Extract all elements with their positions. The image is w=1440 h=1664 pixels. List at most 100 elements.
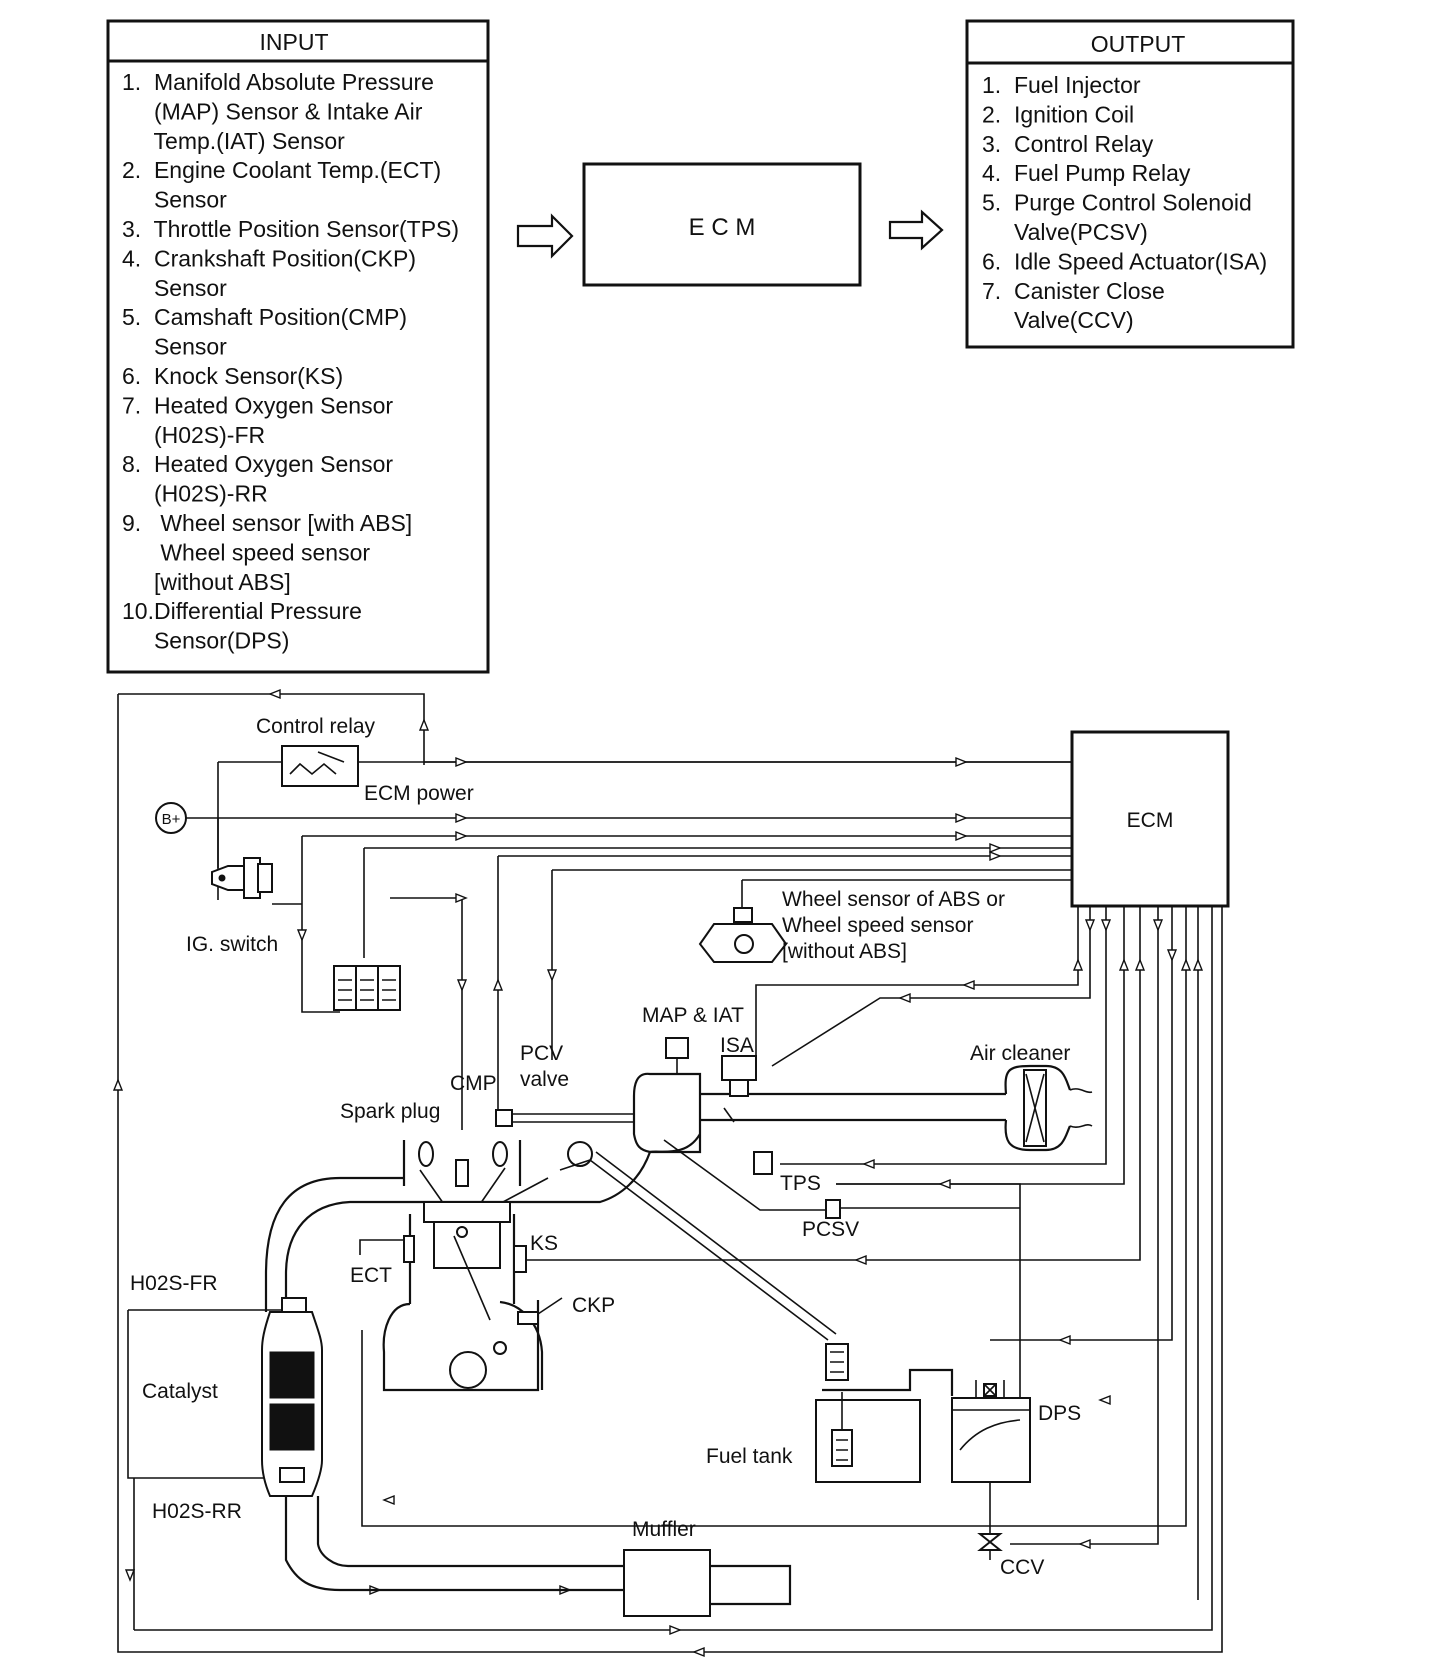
input-list-line: Wheel speed sensor (122, 539, 370, 565)
input-list-line: 10.Differential Pressure (122, 598, 362, 624)
battery-label: B+ (162, 811, 181, 828)
ignition-coils-icon (333, 965, 401, 1011)
wire-arrowhead (455, 830, 468, 842)
ho2s-rr-label: H02S-RR (152, 1500, 242, 1523)
ecm-to-output-arrow (888, 209, 944, 251)
input-list-line: (H02S)-RR (122, 481, 268, 507)
wire-arrowhead (989, 850, 1002, 862)
output-list-line: 4. Fuel Pump Relay (982, 160, 1191, 186)
wire-arrowhead (1098, 1394, 1111, 1406)
wire-arrowhead (1192, 958, 1204, 971)
cmp-label: CMP (450, 1072, 497, 1095)
ig-switch-label: IG. switch (186, 933, 278, 956)
fuel-tank-icon: Fuel tank (706, 1368, 954, 1483)
ecm-top-box: E C M (582, 162, 862, 287)
input-list-line: 7. Heated Oxygen Sensor (122, 392, 393, 418)
output-list-line: 2. Ignition Coil (982, 101, 1134, 127)
ecm-power-label: ECM power (364, 782, 474, 805)
wire-arrowhead (1100, 919, 1112, 932)
output-list-line: 6. Idle Speed Actuator(ISA) (982, 248, 1267, 274)
output-list-line: 1. Fuel Injector (982, 72, 1141, 98)
input-list-line: 9. Wheel sensor [with ABS] (122, 510, 412, 536)
ho2s-fr-label: H02S-FR (130, 1272, 218, 1295)
wheel-sensor-line-3: [without ABS] (782, 940, 907, 963)
input-list-line: [without ABS] (122, 569, 291, 595)
ecm-label: ECM (1127, 809, 1174, 832)
wire-arrowhead (268, 688, 281, 700)
pcv-label-2: valve (520, 1068, 569, 1091)
engine-block: KS ECT CKP (350, 1201, 615, 1392)
ckp-label: CKP (572, 1294, 615, 1317)
muffler-icon: Muffler (623, 1518, 711, 1617)
wire-arrowhead (898, 992, 911, 1004)
wire-arrowhead (1134, 958, 1146, 971)
wire-arrowhead (962, 979, 975, 991)
input-box: INPUT 1. Manifold Absolute Pressure (MAP… (106, 19, 490, 674)
wire-arrowhead (955, 756, 968, 768)
input-list-line: 6. Knock Sensor(KS) (122, 363, 343, 389)
wire-arrowhead (862, 1158, 875, 1170)
output-title: OUTPUT (1091, 31, 1186, 57)
wire-arrowhead (455, 756, 468, 768)
dps-canister-icon: DPS (951, 1380, 1081, 1483)
wire-arrowhead (112, 1078, 124, 1091)
input-to-ecm-arrow (516, 213, 574, 259)
ecm-top-label: E C M (689, 214, 756, 241)
input-list-line: 2. Engine Coolant Temp.(ECT) (122, 157, 441, 183)
input-list-line: Sensor (122, 334, 227, 360)
catalyst-icon: H02S-FR Catalyst H02S-RR (130, 1272, 323, 1523)
pcsv-icon: PCSV (663, 1139, 1020, 1241)
wire-arrowhead (455, 812, 468, 824)
input-list-line: 4. Crankshaft Position(CKP) (122, 245, 416, 271)
input-list-line: Sensor (122, 187, 227, 213)
wire-arrowhead (382, 1494, 395, 1506)
input-list-line: 8. Heated Oxygen Sensor (122, 451, 393, 477)
fuel-tank-label: Fuel tank (706, 1445, 793, 1468)
ect-label: ECT (350, 1264, 392, 1287)
output-list-line: 5. Purge Control Solenoid (982, 190, 1252, 216)
isa-label: ISA (720, 1034, 754, 1057)
intake-manifold: MAP & IAT ISA (404, 1004, 757, 1204)
input-title: INPUT (260, 29, 329, 55)
wire-arrowhead (455, 892, 468, 904)
output-list-line: 7. Canister Close (982, 278, 1165, 304)
input-list-line: Sensor(DPS) (122, 628, 289, 654)
control-relay: Control relay ECM power (256, 715, 474, 805)
wire-arrowhead (955, 812, 968, 824)
battery-icon: B+ (155, 802, 187, 834)
wire-arrowhead (546, 969, 558, 982)
wire-arrowhead (1058, 1334, 1071, 1346)
input-list-line: 1. Manifold Absolute Pressure (122, 69, 434, 95)
input-list-line: 5. Camshaft Position(CMP) (122, 304, 407, 330)
wire-arrowhead (1118, 958, 1130, 971)
wire-arrowhead (456, 979, 468, 992)
ccv-label: CCV (1000, 1556, 1044, 1579)
dps-label: DPS (1038, 1402, 1081, 1425)
wire-arrowhead (692, 1646, 705, 1658)
output-list: 1. Fuel Injector 2. Ignition Coil 3. Contr… (982, 72, 1267, 333)
wire-arrowhead (1166, 949, 1178, 962)
muffler-label: Muffler (632, 1518, 696, 1541)
wiring (117, 693, 1223, 1653)
wire-arrowhead (1180, 958, 1192, 971)
pcv-label-1: PCV (520, 1042, 563, 1065)
wire-arrowhead (1084, 919, 1096, 932)
input-list-line: (H02S)-FR (122, 422, 265, 448)
output-box: OUTPUT 1. Fuel Injector 2. Ignition Coil 3… (965, 19, 1295, 349)
map-iat-label: MAP & IAT (642, 1004, 744, 1027)
input-list: 1. Manifold Absolute Pressure (MAP) Sens… (122, 69, 459, 654)
wire-arrowhead (492, 978, 504, 991)
ecm-box: ECM (1070, 730, 1230, 908)
wire-arrowhead (989, 842, 1002, 854)
wire-arrowhead (124, 1569, 136, 1582)
wheel-sensor-line-1: Wheel sensor of ABS or (782, 888, 1005, 911)
control-relay-label: Control relay (256, 715, 376, 738)
ig-switch-icon: IG. switch (186, 857, 302, 956)
air-cleaner-label: Air cleaner (970, 1042, 1070, 1065)
output-list-line: 3. Control Relay (982, 131, 1154, 157)
exhaust-pipe (264, 1176, 792, 1606)
wire-arrowhead (1078, 1538, 1091, 1550)
wire-arrows (112, 688, 1204, 1658)
wire-arrowhead (1072, 958, 1084, 971)
